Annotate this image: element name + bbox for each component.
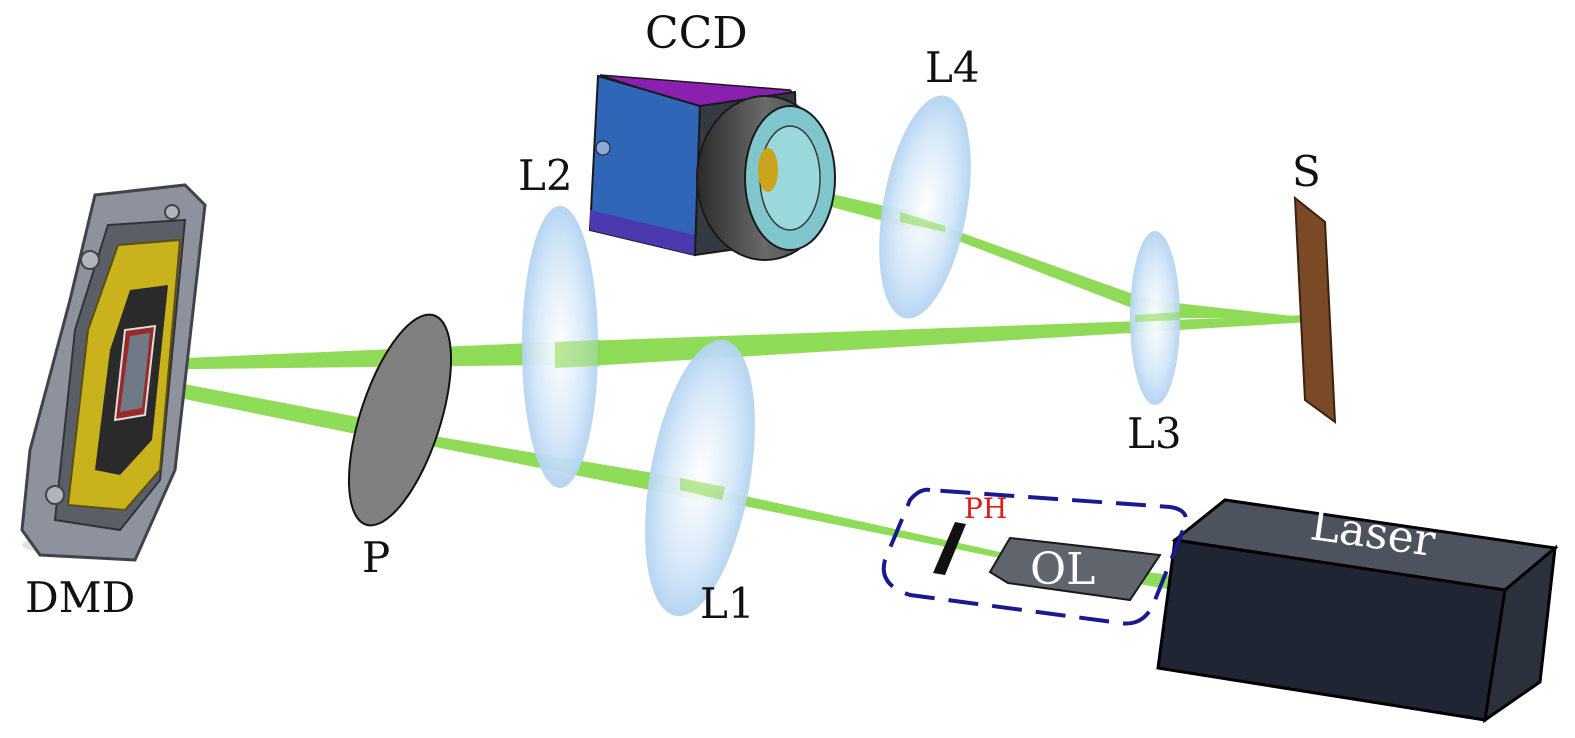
pinhole-ph	[933, 522, 966, 575]
laser-side-face	[1482, 544, 1557, 724]
spatial-filter-dashed-box	[881, 487, 1188, 626]
laser-source	[1156, 498, 1559, 724]
beam-segment-s-to-l4	[920, 218, 1310, 318]
beam-segment-l2-to-s	[555, 315, 1310, 368]
label-l2: L2	[518, 151, 573, 200]
dmd-device	[20, 183, 207, 562]
label-dmd: DMD	[25, 573, 135, 622]
label-ccd: CCD	[645, 8, 748, 59]
label-p: P	[362, 533, 390, 582]
objective-lens-ol	[988, 536, 1162, 602]
label-ol: OL	[1030, 544, 1095, 595]
label-l1: L1	[700, 579, 755, 628]
lens-l1	[645, 339, 755, 617]
polarizer-disc	[347, 313, 453, 527]
label-s: S	[1292, 147, 1321, 196]
label-l3: L3	[1127, 409, 1182, 458]
label-ph: PH	[964, 492, 1007, 525]
ccd-camera	[588, 74, 836, 261]
sample-plate	[1293, 195, 1337, 425]
label-l4: L4	[925, 43, 980, 92]
lens-l4	[879, 95, 971, 319]
